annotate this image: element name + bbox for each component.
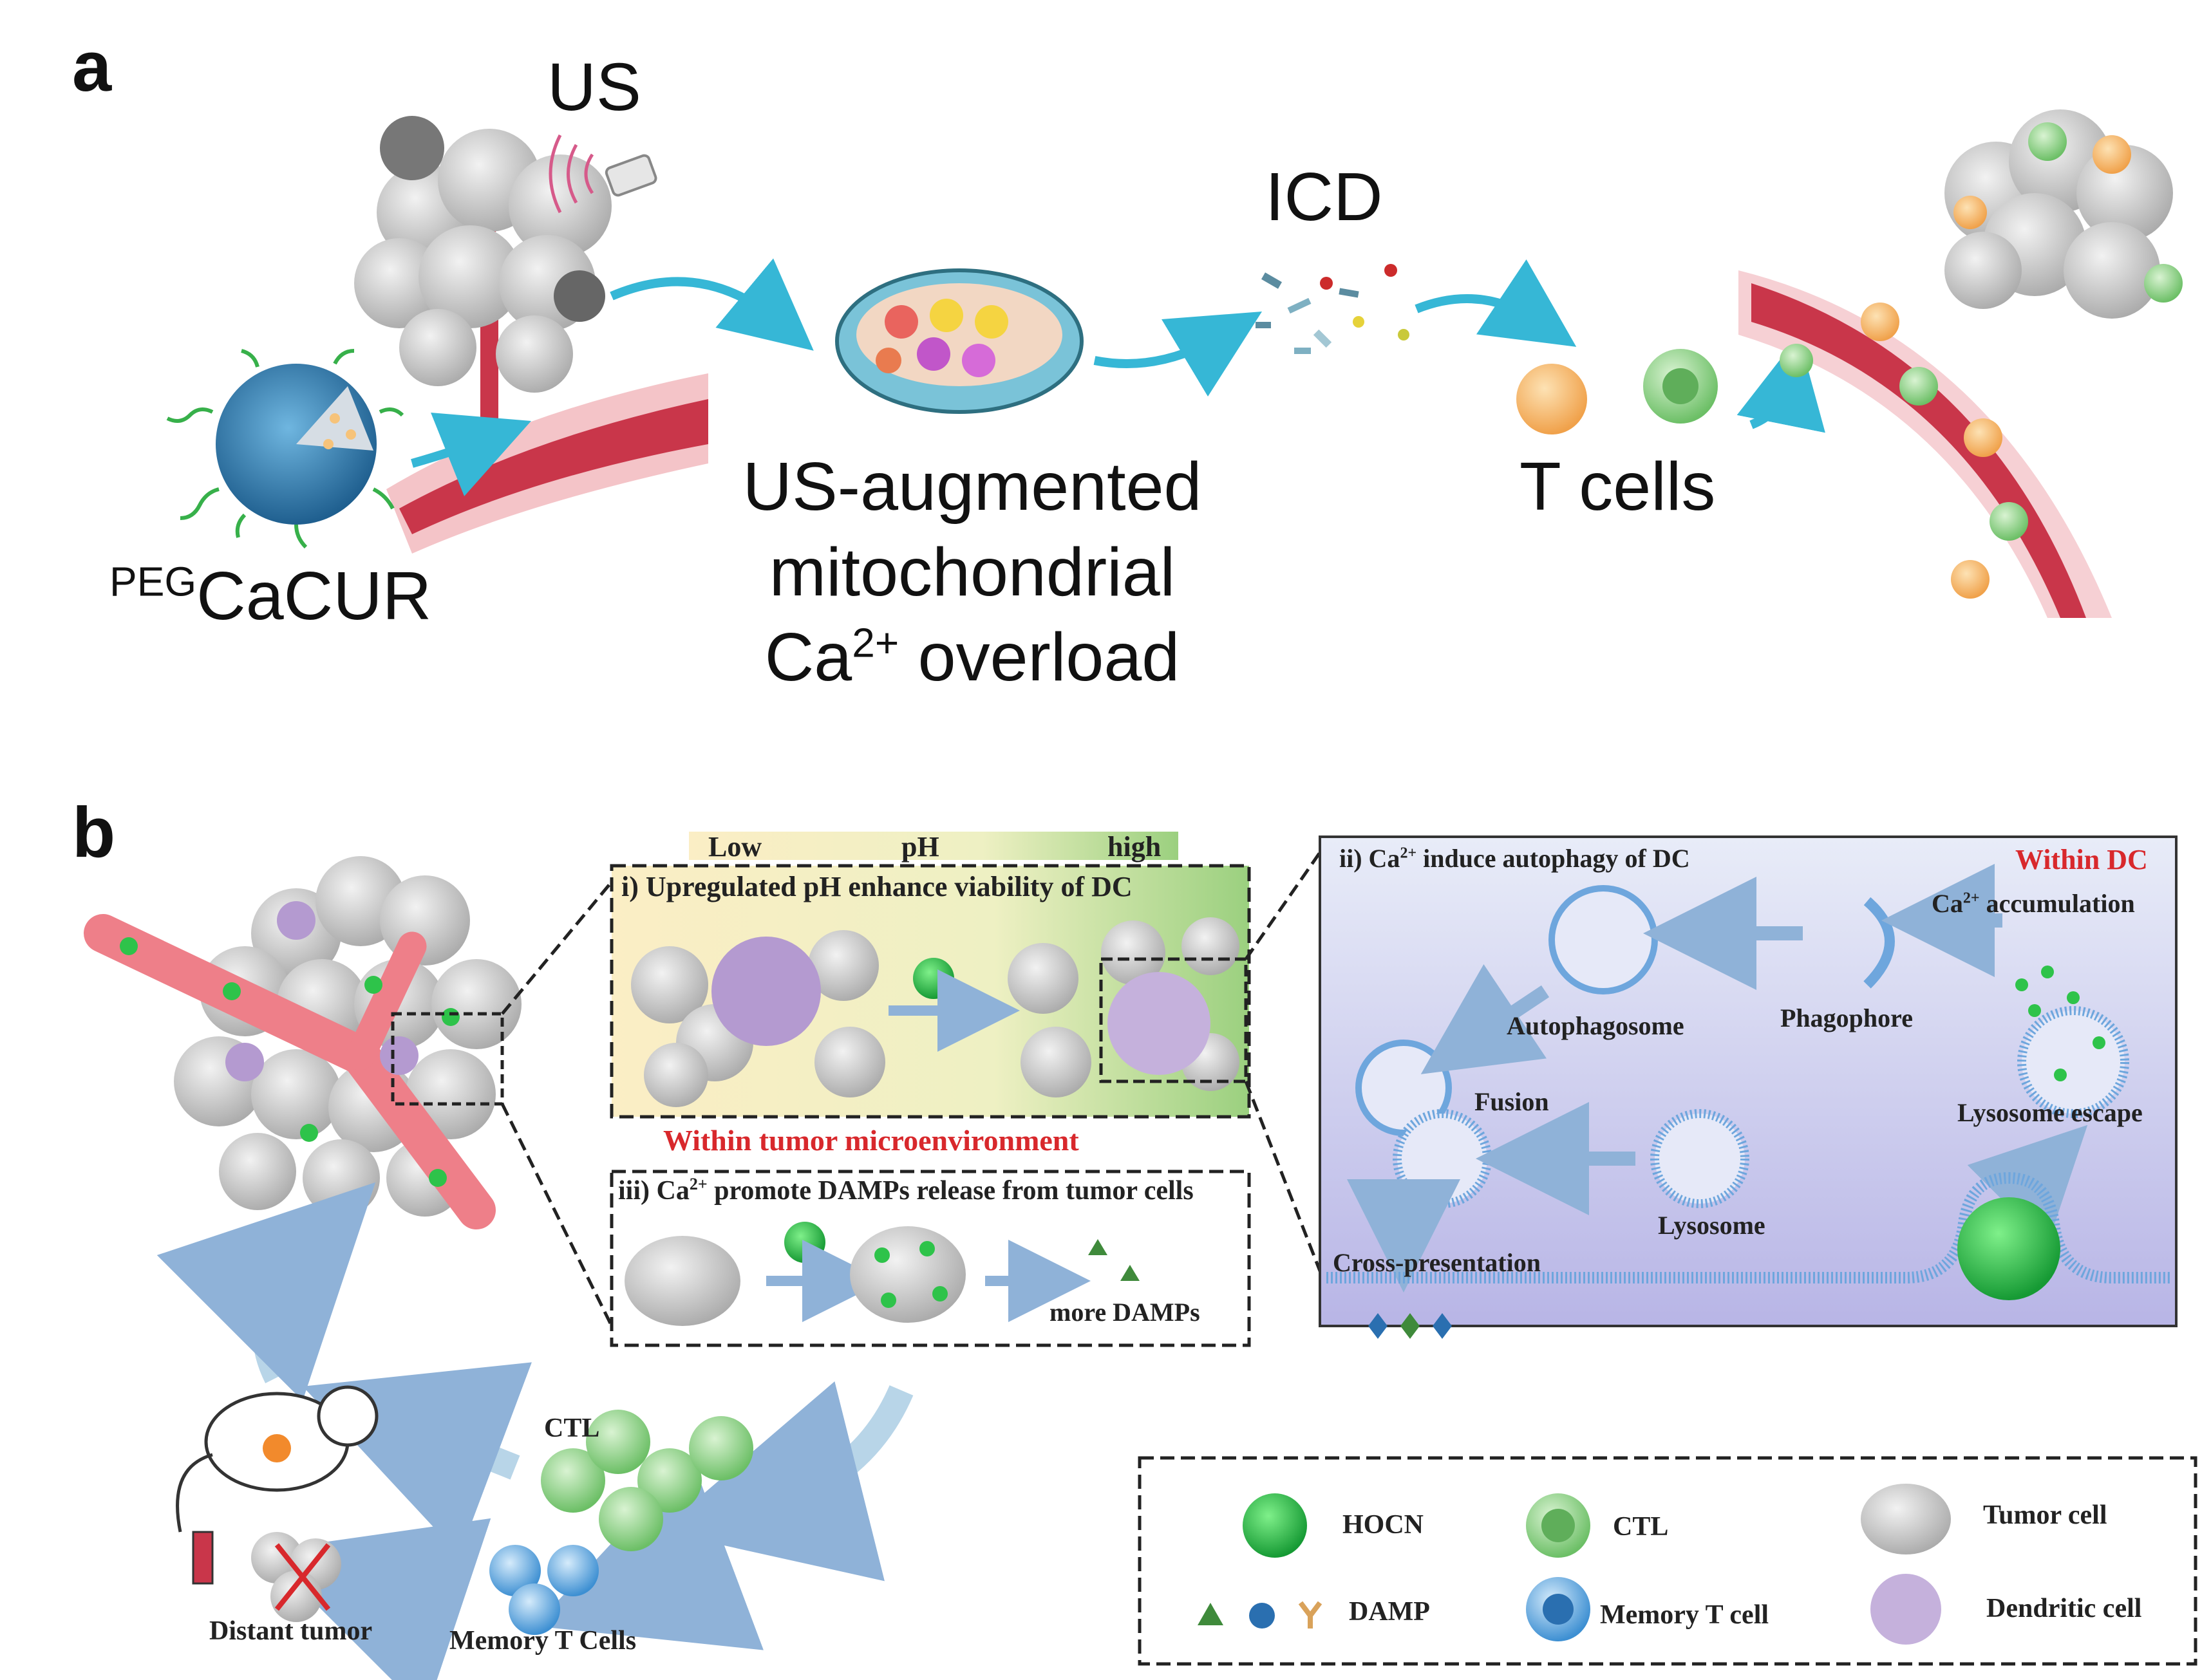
box-i-dashed-frame — [610, 864, 1251, 1119]
tumor-mass-b — [84, 856, 522, 1229]
autophagosome-label: Autophagosome — [1507, 1011, 1684, 1040]
panel-b-label: b — [72, 793, 116, 872]
legend-hocn-label: HOCN — [1342, 1510, 1424, 1540]
arrow-mouse-to-tumor — [156, 1182, 376, 1401]
step-line-3: Ca2+ overload — [764, 619, 1180, 695]
legend-ctl-label: CTL — [1613, 1512, 1669, 1542]
legend-memory-label: Memory T cell — [1600, 1600, 1769, 1630]
us-label: US — [547, 50, 641, 125]
arrow-mito-to-icd — [1093, 312, 1263, 397]
fusion-label: Fusion — [1474, 1087, 1549, 1116]
legend-dc-label: Dendritic cell — [1986, 1594, 2142, 1623]
ctl-cycle-label: CTL — [544, 1414, 600, 1443]
mouse-icon — [176, 1385, 379, 1585]
box-iii-title: iii) Ca2+ promote DAMPs release from tum… — [618, 1175, 1194, 1206]
panel-a-label: a — [72, 27, 112, 106]
ctl-cluster — [541, 1410, 753, 1551]
ph-mid-label: pH — [901, 831, 939, 863]
arrow-to-ctl — [659, 1381, 914, 1582]
autophagy-arrows — [1347, 864, 2088, 1293]
arrow-ctl-to-memory — [534, 1457, 764, 1650]
distant-tumor-label: Distant tumor — [209, 1616, 373, 1646]
mitochondrion — [835, 268, 1084, 414]
cacur-text: CaCUR — [196, 558, 432, 634]
icd-debris — [1256, 264, 1409, 354]
blood-vessel-left — [386, 373, 708, 554]
box-i-title: i) Upregulated pH enhance viability of D… — [621, 871, 1133, 902]
ph-high-label: high — [1107, 831, 1162, 863]
arrow-ctl-to-mouse — [303, 1362, 532, 1555]
box-i-inner-zoom — [1099, 957, 1248, 1083]
step-line-1: US-augmented — [742, 449, 1202, 525]
arrow-tumor-to-mito — [610, 258, 814, 351]
peg-cacur-label: PEGCaCUR — [109, 554, 431, 639]
peg-superscript: PEG — [109, 558, 197, 605]
legend-memory-icon — [1526, 1577, 1590, 1641]
ca-accumulation-label: Ca2+ accumulation — [1932, 889, 2135, 918]
tumor-mass-a — [354, 116, 612, 444]
within-tme-label: Within tumor microenvironment — [663, 1124, 1079, 1157]
t-cells-pair — [1516, 349, 1718, 434]
step-label-block: US-augmented mitochondrial Ca2+ overload — [695, 444, 1249, 700]
lysosome-escape-label: Lysosome escape — [1957, 1098, 2143, 1127]
icd-label: ICD — [1265, 159, 1383, 235]
step-line-2: mitochondrial — [769, 534, 1176, 610]
box-i-left-cells — [631, 930, 885, 1107]
blood-vessel-right — [1738, 270, 2112, 618]
ultrasound-probe-icon — [549, 134, 657, 214]
hocn-particle-i — [913, 958, 954, 999]
tumor-mass-right — [1780, 109, 2183, 599]
peg-cacur-nanoparticle — [166, 349, 404, 549]
t-cells-label: T cells — [1519, 449, 1716, 525]
distant-tumor-icon — [251, 1532, 341, 1622]
arrow-np-to-tumor — [411, 412, 531, 496]
box-ii-title: ii) Ca2+ induce autophagy of DC — [1339, 844, 1690, 873]
legend-damp-icon — [1198, 1601, 1322, 1629]
memory-t-cells-label: Memory T Cells — [449, 1626, 637, 1656]
legend-tumor-icon — [1861, 1484, 1951, 1554]
dc-membrane — [1326, 1171, 2170, 1283]
legend-damp-label: DAMP — [1349, 1597, 1430, 1627]
legend-ctl-icon — [1526, 1493, 1590, 1558]
box-iii-cells — [625, 1222, 1140, 1326]
legend-frame — [1138, 1456, 2197, 1666]
arrow-tcells-to-vessel — [1736, 335, 1825, 433]
phagophore-label: Phagophore — [1780, 1003, 1913, 1032]
legend-tumor-label: Tumor cell — [1983, 1500, 2107, 1530]
arrow-icd-to-tcells — [1415, 259, 1577, 347]
ph-gradient-bar — [689, 832, 1178, 860]
more-damps-label: more DAMPs — [1049, 1298, 1200, 1327]
hocn-entering — [1957, 1197, 2060, 1300]
legend-hocn-icon — [1243, 1493, 1307, 1558]
legend-dc-icon — [1870, 1574, 1941, 1645]
zoom-box — [391, 1012, 504, 1106]
cross-presentation-label: Cross-presentation — [1333, 1248, 1541, 1277]
lysosome-label: Lysosome — [1658, 1211, 1765, 1240]
ph-low-label: Low — [708, 831, 762, 863]
presented-antigens — [1368, 1313, 1452, 1339]
memory-cell-cluster — [489, 1545, 599, 1635]
arrow-memory-to-distant — [263, 1518, 491, 1680]
within-dc-label: Within DC — [2015, 844, 2148, 875]
box-ii-frame — [1319, 835, 2178, 1327]
